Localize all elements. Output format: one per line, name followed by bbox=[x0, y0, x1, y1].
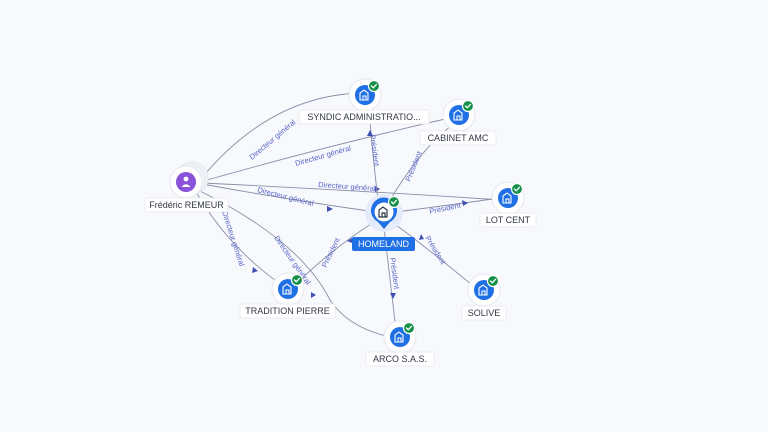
edge-arrow-person-lotcent bbox=[375, 186, 380, 192]
arco-label: ARCO S.A.S. bbox=[373, 354, 427, 364]
arco-label-box bbox=[365, 351, 435, 367]
building-icon bbox=[394, 331, 404, 343]
edge-person-homeland[interactable] bbox=[201, 183, 377, 213]
solive-label: SOLIVE bbox=[468, 308, 501, 318]
edge-arrow-homeland-lotcent bbox=[462, 200, 468, 206]
edge-person-syndic[interactable] bbox=[199, 92, 363, 181]
person-node-core bbox=[176, 172, 196, 192]
lotcent-label-box bbox=[479, 212, 537, 228]
tradition-label-box bbox=[239, 303, 336, 319]
cabinet-label: CABINET AMC bbox=[428, 133, 489, 143]
building-icon bbox=[502, 192, 512, 204]
edge-arrow-homeland-tradition bbox=[347, 238, 352, 243]
building-icon bbox=[359, 89, 369, 101]
person-icon bbox=[181, 176, 191, 187]
company-node-lotcent[interactable]: LOT CENT bbox=[479, 181, 537, 228]
syndic-label-box bbox=[298, 109, 430, 125]
verified-check-icon bbox=[290, 273, 304, 287]
edge-label-homeland-arco: Président bbox=[388, 257, 401, 291]
company-node-solive[interactable]: SOLIVE bbox=[461, 273, 507, 321]
company-node-arco[interactable]: ARCO S.A.S. bbox=[365, 320, 435, 367]
edge-arrow-person-tradition bbox=[252, 267, 258, 273]
edge-label-person-cabinet: Directeur général bbox=[294, 143, 352, 168]
center-node-homeland[interactable]: HOMELAND bbox=[352, 194, 415, 251]
person-node[interactable]: Frédéric REMEUR bbox=[144, 161, 229, 213]
edge-arrow-homeland-arco bbox=[390, 293, 396, 299]
tradition-label: TRADITION PIERRE bbox=[245, 306, 330, 316]
edge-label-person-lotcent: Directeur général bbox=[318, 180, 376, 193]
company-node-tradition[interactable]: TRADITION PIERRE bbox=[239, 272, 336, 319]
edge-arrow-homeland-solive bbox=[419, 234, 424, 240]
edge-label-homeland-lotcent: Président bbox=[429, 200, 463, 216]
company-node-syndic[interactable]: SYNDIC ADMINISTRATIO... bbox=[298, 78, 430, 125]
edge-arrow-person-arco bbox=[311, 292, 316, 298]
company-node-cabinet[interactable]: CABINET AMC bbox=[419, 98, 497, 146]
edge-person-lotcent[interactable] bbox=[201, 182, 503, 201]
building-icon bbox=[282, 283, 292, 295]
edge-label-homeland-cabinet: Président bbox=[404, 149, 425, 183]
solive-label-box bbox=[461, 305, 507, 321]
verified-check-icon bbox=[387, 195, 401, 209]
building-icon bbox=[378, 206, 388, 218]
building-icon bbox=[453, 109, 463, 121]
building-icon bbox=[478, 284, 488, 296]
person-label: Frédéric REMEUR bbox=[149, 200, 224, 210]
edge-label-homeland-syndic: Président bbox=[368, 134, 381, 168]
verified-check-icon bbox=[461, 99, 475, 113]
edge-label-person-tradition: Directeur général bbox=[220, 210, 246, 268]
edge-arrow-person-homeland bbox=[327, 206, 333, 212]
lotcent-label: LOT CENT bbox=[486, 215, 531, 225]
homeland-label: HOMELAND bbox=[358, 239, 410, 249]
verified-check-icon bbox=[402, 321, 416, 335]
person-label-box bbox=[144, 197, 229, 213]
homeland-label-box bbox=[352, 237, 415, 251]
edge-arrow-homeland-syndic bbox=[367, 130, 373, 136]
edge-homeland-solive[interactable] bbox=[391, 221, 479, 291]
verified-check-icon bbox=[486, 274, 500, 288]
edge-label-homeland-solive: Président bbox=[423, 234, 448, 266]
edge-homeland-cabinet[interactable] bbox=[389, 124, 453, 201]
syndic-label: SYNDIC ADMINISTRATIO... bbox=[307, 112, 420, 122]
cabinet-label-box bbox=[419, 130, 497, 146]
edge-label-person-syndic: Directeur général bbox=[248, 117, 298, 161]
verified-check-icon bbox=[367, 79, 381, 93]
edge-homeland-lotcent[interactable] bbox=[395, 197, 501, 213]
edge-label-homeland-tradition: Président bbox=[320, 236, 342, 269]
verified-check-icon bbox=[510, 182, 524, 196]
edge-person-arco[interactable] bbox=[197, 189, 397, 339]
